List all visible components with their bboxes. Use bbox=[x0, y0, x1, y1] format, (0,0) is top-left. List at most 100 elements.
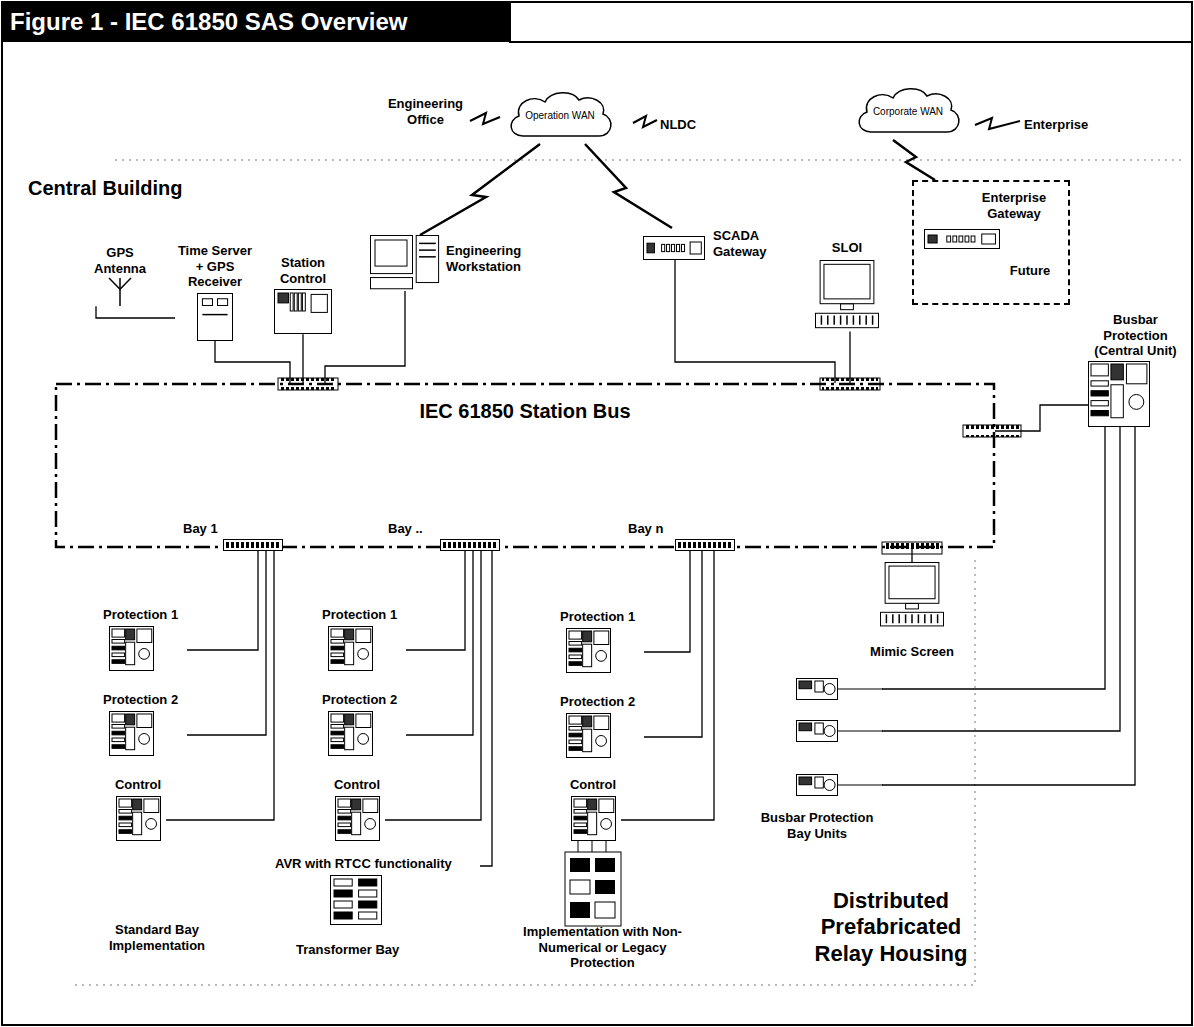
device-node: Busbar Protection Bay Units bbox=[752, 678, 882, 841]
relaySmall-part bbox=[824, 780, 835, 791]
workstation-icon bbox=[370, 235, 440, 291]
relay-part bbox=[116, 796, 160, 840]
relay-part bbox=[571, 796, 615, 840]
server-part bbox=[198, 293, 233, 340]
node-label: Protection 1 bbox=[103, 607, 187, 623]
ethernet-link bbox=[187, 551, 258, 650]
gateway-part bbox=[953, 236, 957, 242]
relay-part bbox=[112, 639, 125, 643]
relay-part bbox=[574, 816, 587, 820]
control-part bbox=[290, 293, 293, 311]
relay-part bbox=[598, 799, 613, 813]
node-label: Operation WAN bbox=[524, 110, 596, 122]
device-node: SLOI bbox=[815, 240, 879, 332]
control-part bbox=[311, 295, 327, 313]
gateway-part bbox=[690, 242, 701, 254]
monitor-part bbox=[841, 304, 854, 310]
ethernet-link bbox=[325, 291, 405, 383]
relayBig-part bbox=[1091, 410, 1108, 415]
relay-part bbox=[574, 823, 587, 827]
bay-unit-wire bbox=[838, 731, 883, 732]
switch-part bbox=[256, 542, 259, 548]
figure-title: Figure 1 - IEC 61850 SAS Overview bbox=[2, 2, 510, 42]
node-label: Engineering Workstation bbox=[446, 243, 550, 274]
gateway-part bbox=[928, 235, 937, 243]
node-label: GPS Antenna bbox=[85, 245, 155, 276]
node-label: SLOI bbox=[815, 240, 879, 256]
monitor-part bbox=[911, 614, 913, 623]
switch-part bbox=[473, 542, 476, 548]
relay-part bbox=[331, 659, 344, 663]
area-boundary bbox=[115, 160, 1185, 161]
legacy-relay-part bbox=[595, 902, 615, 918]
avr-part bbox=[334, 901, 352, 908]
workstation-part bbox=[371, 278, 413, 289]
relay-part bbox=[119, 823, 132, 827]
relaySmall-icon bbox=[796, 678, 838, 700]
monitor-icon bbox=[815, 260, 879, 332]
avr-icon bbox=[330, 875, 382, 925]
ethernet-link bbox=[187, 551, 266, 735]
antenna-part bbox=[120, 278, 131, 289]
node-label: Busbar Protection (Central Unit) bbox=[1088, 312, 1183, 359]
node-label: Protection 2 bbox=[560, 694, 644, 710]
gateway-part bbox=[965, 236, 969, 242]
node-label: Bay 1 bbox=[183, 521, 235, 537]
relay-part bbox=[587, 812, 596, 835]
relaySmall-part bbox=[797, 775, 838, 796]
device-node: Bay 1 bbox=[183, 521, 283, 551]
relay-part bbox=[329, 711, 373, 755]
monitor-part bbox=[853, 315, 855, 324]
monitor-part bbox=[918, 614, 920, 623]
relay-icon bbox=[109, 711, 154, 756]
avr-part bbox=[359, 912, 377, 919]
device-node: Control bbox=[565, 777, 621, 841]
ethernet-link bbox=[385, 551, 481, 820]
legacy-relay-part bbox=[595, 880, 615, 894]
device-node: Mimic Screen bbox=[862, 562, 962, 660]
relay-part bbox=[362, 799, 377, 813]
free-label: Engineering Office bbox=[378, 96, 473, 127]
antenna-icon bbox=[109, 278, 131, 306]
gateway-part bbox=[925, 230, 1000, 249]
switch-part bbox=[683, 542, 686, 548]
monitor-part bbox=[827, 315, 829, 324]
device-node: Protection 2 bbox=[560, 694, 644, 758]
relay-part bbox=[112, 629, 125, 637]
gateway-part bbox=[681, 244, 684, 251]
relay-part bbox=[126, 714, 135, 725]
device-node: Bay n bbox=[628, 521, 735, 551]
ethernet-link bbox=[406, 551, 465, 650]
relay-icon bbox=[109, 626, 154, 671]
switch-part bbox=[483, 542, 486, 548]
relay-part bbox=[119, 809, 132, 813]
relaySmall-part bbox=[797, 721, 838, 742]
relay-part bbox=[594, 631, 609, 645]
switch-part bbox=[236, 542, 239, 548]
relay-icon bbox=[328, 711, 373, 756]
bay-unit-wire bbox=[838, 689, 883, 690]
wan-link bbox=[893, 140, 935, 180]
gateway-part bbox=[662, 244, 665, 251]
node-label: Time Server + GPS Receiver bbox=[175, 243, 255, 290]
node-label: SCADA Gateway bbox=[713, 228, 779, 259]
control-icon bbox=[274, 289, 332, 334]
switch-part bbox=[448, 542, 451, 548]
ethernet-link bbox=[644, 551, 690, 652]
relay-part bbox=[119, 829, 132, 833]
relayBig-part bbox=[1091, 364, 1108, 376]
switch-part bbox=[463, 542, 466, 548]
monitor-part bbox=[872, 315, 874, 324]
wan-link bbox=[420, 144, 540, 235]
relay-part bbox=[338, 809, 351, 813]
ethernet-link bbox=[882, 427, 1120, 731]
antenna-part bbox=[119, 278, 121, 289]
monitor-part bbox=[881, 612, 944, 626]
avr-part bbox=[331, 875, 382, 924]
device-node: Protection 1 bbox=[560, 609, 644, 673]
lightning-link bbox=[975, 118, 1020, 129]
relay-part bbox=[331, 653, 344, 657]
relay-part bbox=[567, 713, 611, 757]
switch-part bbox=[453, 542, 456, 548]
gateway-part bbox=[644, 237, 705, 260]
